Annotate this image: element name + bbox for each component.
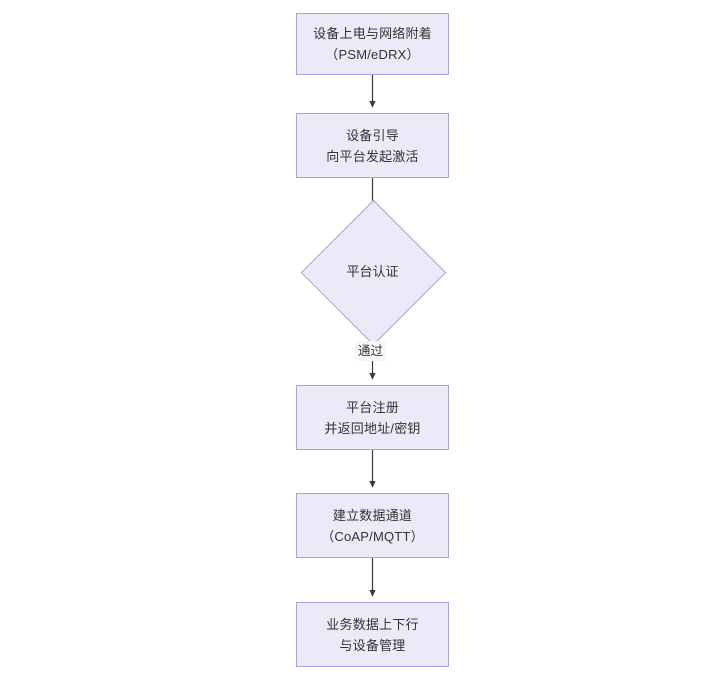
flow-node-label: 设备引导 向平台发起激活 <box>326 127 419 164</box>
flow-node-device-bootstrap[interactable]: 设备引导 向平台发起激活 <box>296 113 449 178</box>
flow-node-label: 平台注册 并返回地址/密钥 <box>324 399 421 436</box>
edge-label-pass: 通过 <box>355 341 387 361</box>
flow-node-label: 业务数据上下行 与设备管理 <box>326 616 419 653</box>
flow-node-platform-authentication[interactable]: 平台认证 <box>300 199 447 346</box>
flow-node-label: 设备上电与网络附着 （PSM/eDRX） <box>313 26 432 62</box>
flow-node-label: 建立数据通道 （CoAP/MQTT） <box>321 507 424 544</box>
flow-node-business-data-and-device-management[interactable]: 业务数据上下行 与设备管理 <box>296 602 449 667</box>
flow-node-device-power-on[interactable]: 设备上电与网络附着 （PSM/eDRX） <box>296 13 449 75</box>
flow-node-platform-registration[interactable]: 平台注册 并返回地址/密钥 <box>296 385 449 450</box>
flow-node-establish-data-channel[interactable]: 建立数据通道 （CoAP/MQTT） <box>296 493 449 558</box>
flow-node-label: 平台认证 <box>346 264 399 279</box>
